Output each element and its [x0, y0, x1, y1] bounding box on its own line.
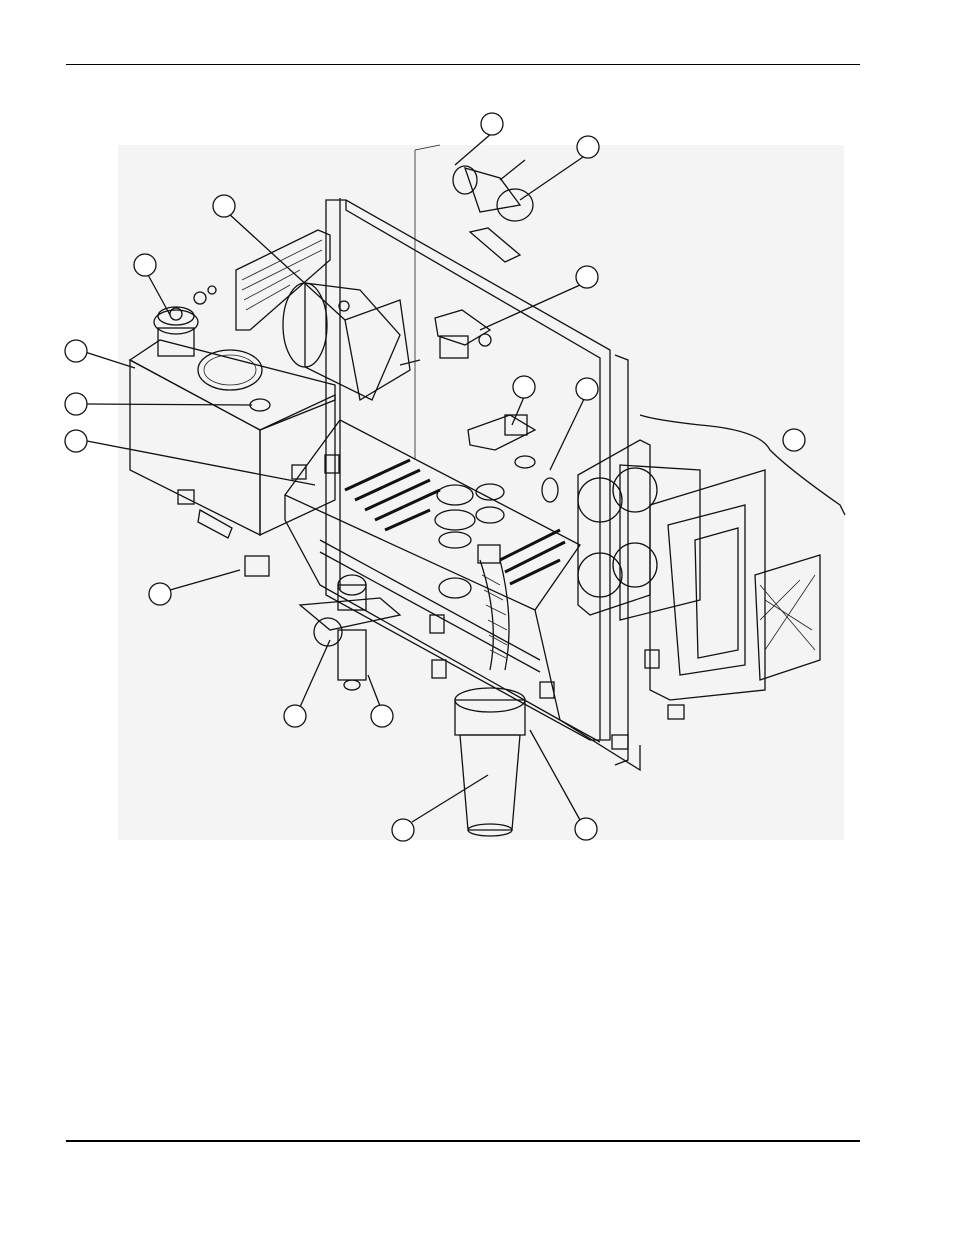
header-rule [66, 64, 860, 65]
callout-9 [64, 392, 88, 416]
callout-5 [575, 265, 599, 289]
filter-grille [754, 554, 821, 681]
back-plate [325, 198, 629, 766]
footer-rule [66, 1140, 860, 1142]
callouts [64, 112, 846, 842]
pump-motor [282, 282, 421, 402]
callout-12 [148, 582, 172, 606]
water-filter [454, 687, 526, 837]
fan-guard-frame [649, 469, 766, 701]
callout-8 [575, 377, 599, 401]
callout-15 [391, 818, 415, 842]
drawing-background [118, 145, 844, 840]
callout-4 [133, 253, 157, 277]
callout-14 [370, 704, 394, 728]
callout-16 [574, 817, 598, 841]
braided-hose [477, 544, 510, 671]
callout-11 [782, 428, 806, 452]
callout-13 [283, 704, 307, 728]
fan-bank [577, 439, 701, 621]
tank-gauge [153, 285, 217, 357]
small-fittings [177, 454, 685, 750]
louver-panel [235, 229, 331, 331]
callout-1 [480, 112, 504, 136]
floor-slots [344, 458, 566, 586]
callout-7 [512, 375, 536, 399]
reservoir-tank [128, 339, 336, 537]
callout-6 [64, 339, 88, 363]
solenoid-valve [434, 309, 492, 359]
base-tray [284, 419, 641, 772]
callout-10 [64, 429, 88, 453]
callout-3 [212, 194, 236, 218]
callout-2 [576, 135, 600, 159]
seal-stack [434, 483, 505, 599]
valve-assembly-top [414, 144, 534, 460]
